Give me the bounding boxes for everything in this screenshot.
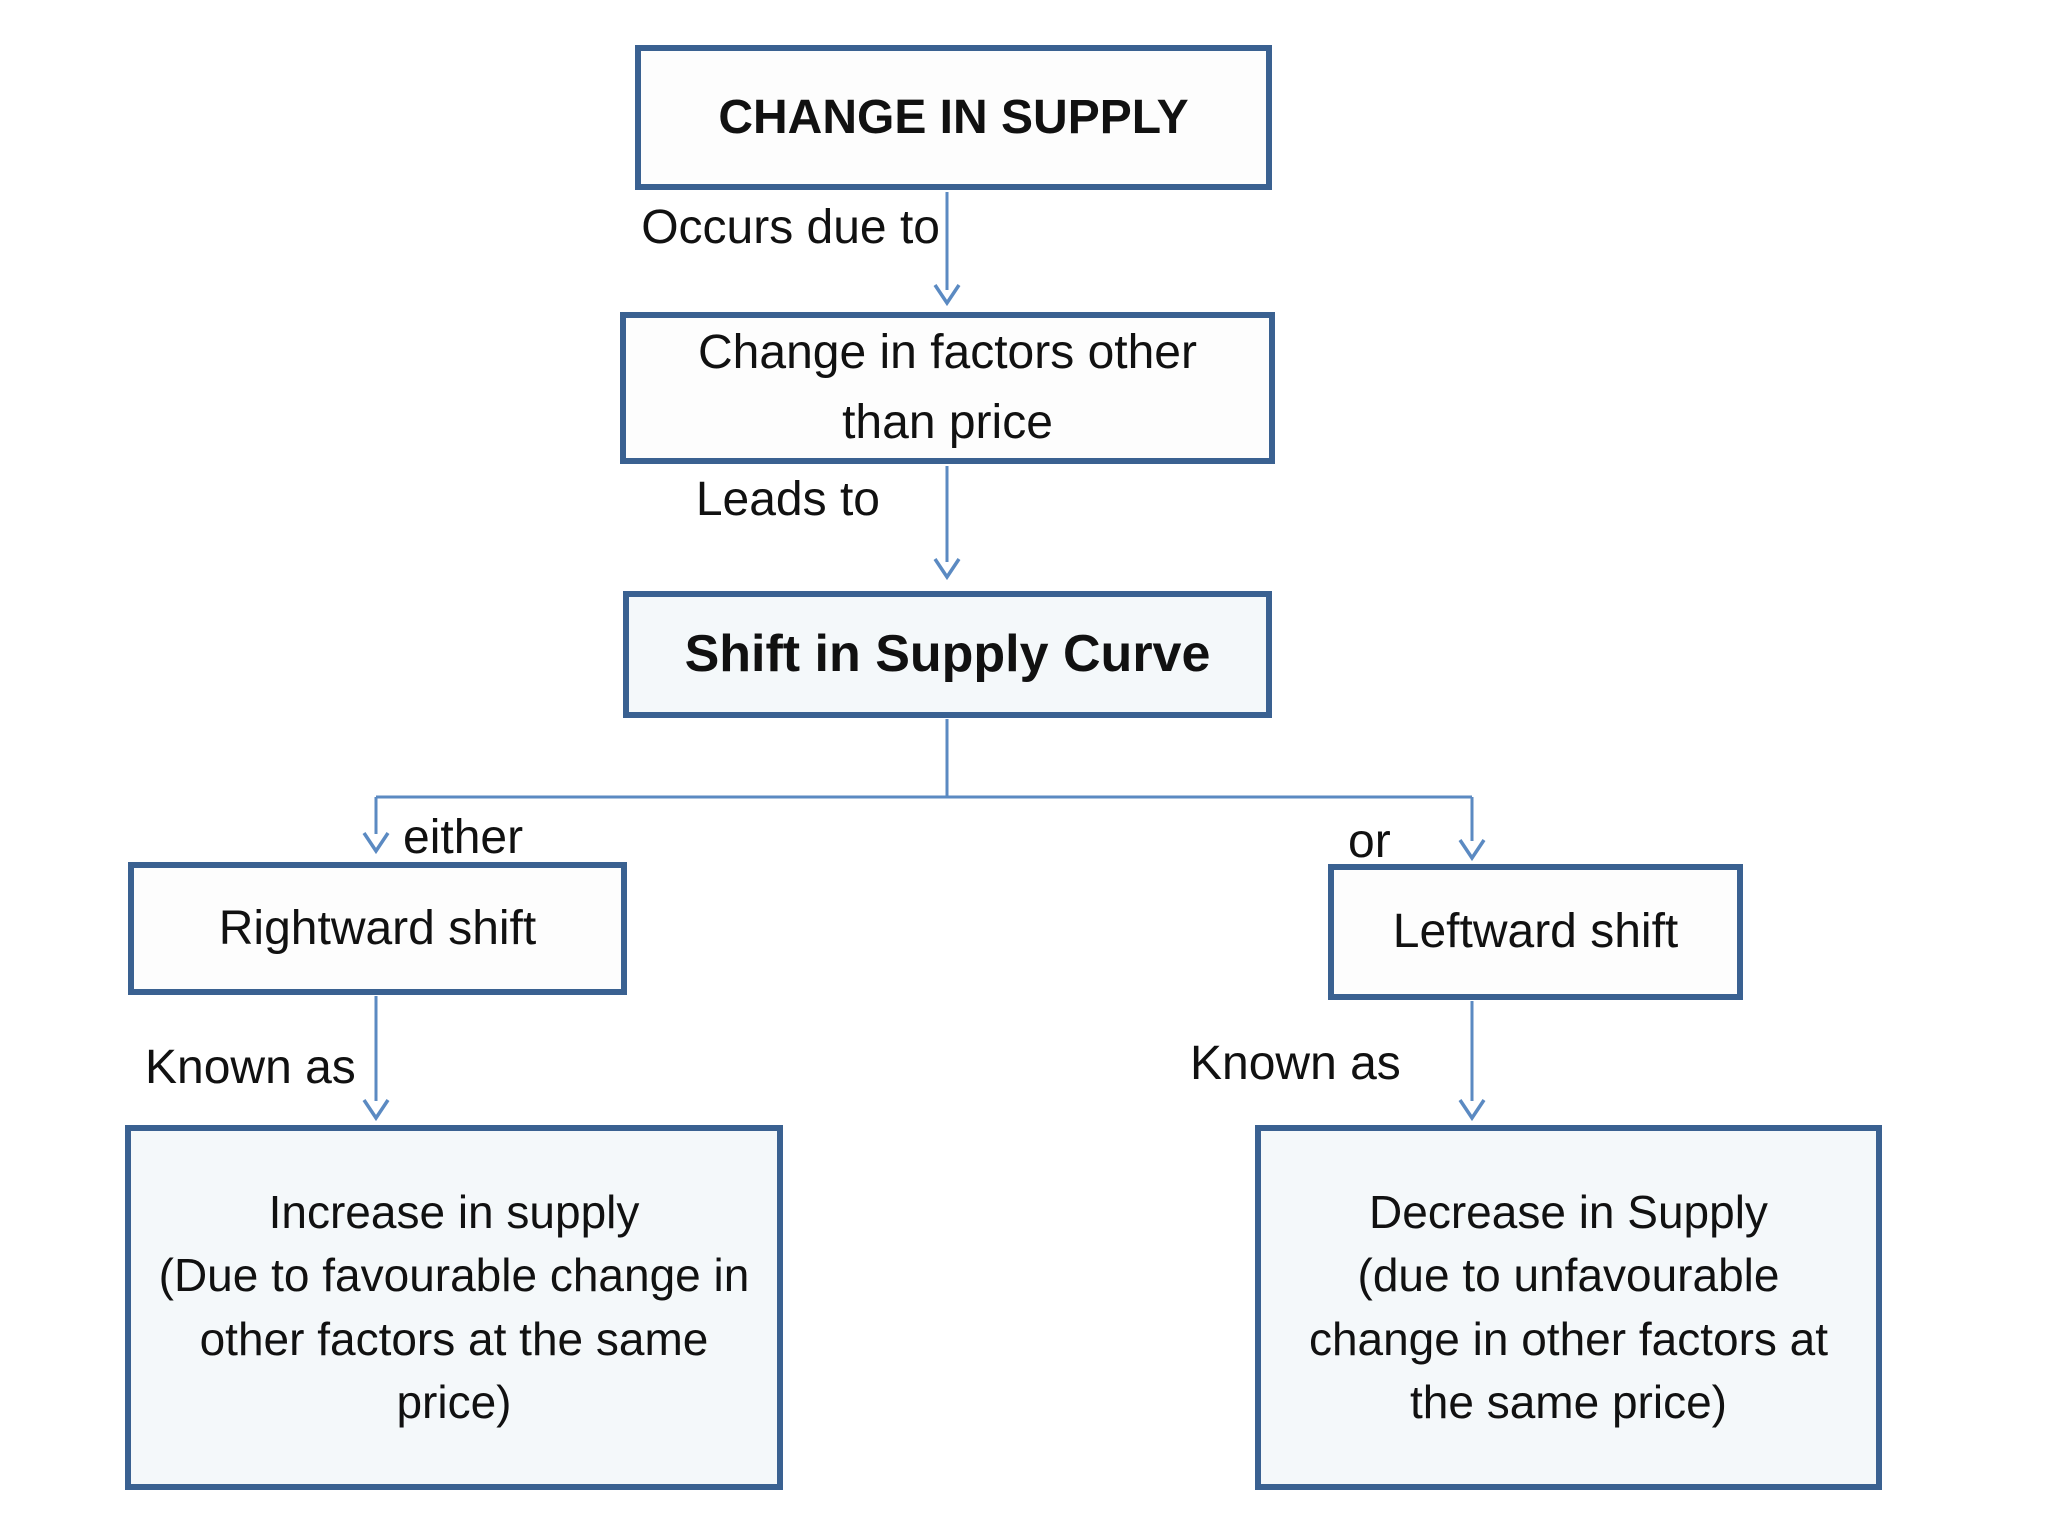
rightward-shift-box: Rightward shift [128, 862, 627, 995]
change-in-supply-box: CHANGE IN SUPPLY [635, 45, 1272, 190]
shift-in-supply-curve-box: Shift in Supply Curve [623, 591, 1272, 718]
arrowhead-factors-to-shift [933, 558, 961, 581]
arrowhead-branch-right [1458, 839, 1486, 862]
factors-other-than-price-box: Change in factors other than price [620, 312, 1275, 464]
arrowhead-leftward-to-decrease [1458, 1099, 1486, 1122]
arrowhead-rightward-to-increase [362, 1099, 390, 1122]
occurs-due-to-label: Occurs due to [641, 201, 940, 254]
known-as-left-label: Known as [145, 1041, 356, 1094]
increase-in-supply-box: Increase in supply (Due to favourable ch… [125, 1125, 783, 1490]
arrowhead-branch-left [362, 832, 390, 855]
leftward-shift-box: Leftward shift [1328, 864, 1743, 1000]
either-label: either [403, 811, 524, 864]
or-label: or [1348, 815, 1391, 868]
known-as-right-label: Known as [1190, 1037, 1401, 1090]
arrowhead-supply-to-factors [933, 284, 961, 307]
leads-to-label: Leads to [695, 473, 880, 526]
decrease-in-supply-box: Decrease in Supply (due to unfavourable … [1255, 1125, 1882, 1490]
